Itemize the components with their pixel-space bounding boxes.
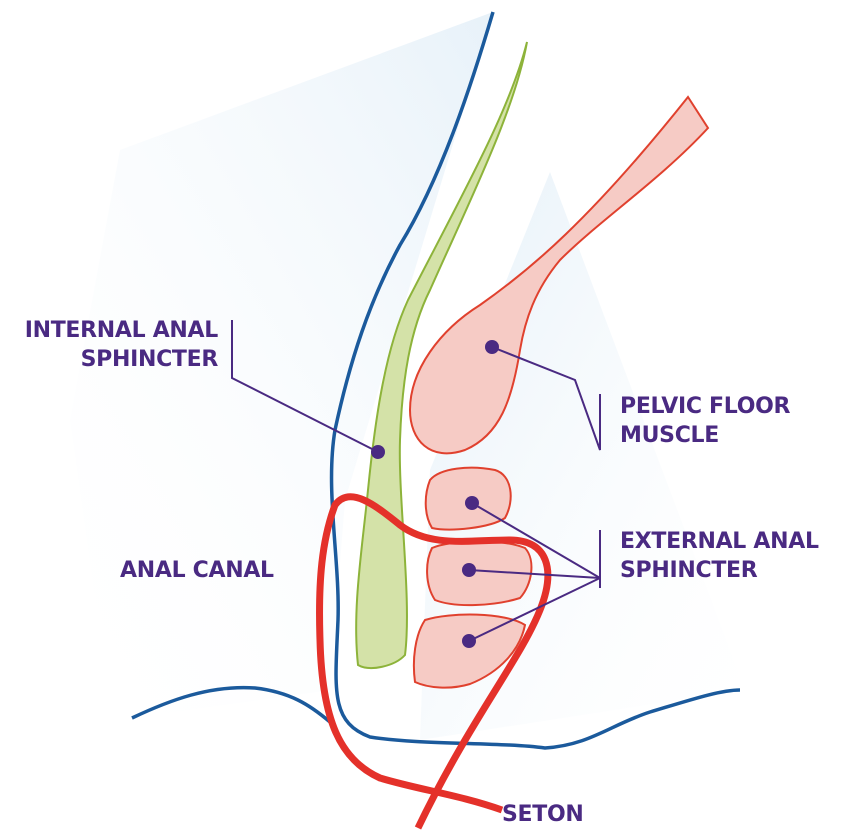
label-pelvic-line1: PELVIC FLOOR [620,392,790,421]
dot-pelvic-floor [485,340,499,354]
label-internal-anal-sphincter: INTERNAL ANAL SPHINCTER [8,316,218,374]
dot-external-top [465,496,479,510]
dot-external-middle [462,563,476,577]
label-external-line1: EXTERNAL ANAL [620,527,819,556]
label-internal-line1: INTERNAL ANAL [8,316,218,345]
label-pelvic-floor-muscle: PELVIC FLOOR MUSCLE [620,392,790,450]
dot-internal-sphincter [371,445,385,459]
label-anal-canal: ANAL CANAL [120,556,274,585]
label-seton: SETON [502,800,584,829]
label-external-anal-sphincter: EXTERNAL ANAL SPHINCTER [620,527,819,585]
label-pelvic-line2: MUSCLE [620,421,790,450]
dot-external-bottom [462,634,476,648]
label-external-line2: SPHINCTER [620,556,819,585]
label-internal-line2: SPHINCTER [8,345,218,374]
